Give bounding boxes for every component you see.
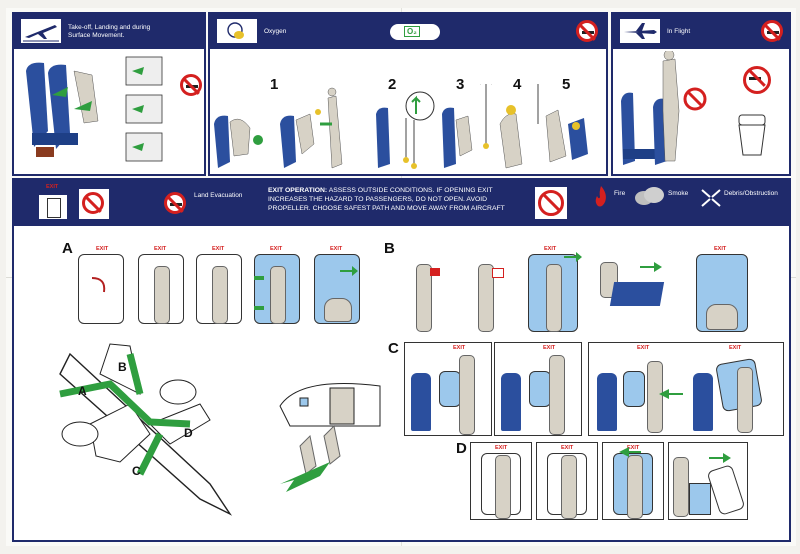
exit-operation-instructions: EXIT OPERATION: ASSESS OUTSIDE CONDITION… [268, 186, 518, 213]
step-a4: EXIT [250, 246, 306, 328]
takeoff-title: Take-off, Landing and during Surface Mov… [68, 24, 151, 39]
step-d1: EXIT [470, 442, 532, 520]
step-c1: EXIT [404, 342, 492, 436]
oxygen-step-1: 1 [270, 76, 279, 93]
safety-card: Take-off, Landing and during Surface Mov… [6, 8, 796, 546]
step-b3: EXIT [524, 246, 584, 336]
takeoff-header: Take-off, Landing and during Surface Mov… [14, 14, 204, 49]
section-a-label: A [62, 240, 73, 257]
step-c2: EXIT [494, 342, 582, 436]
smoke-icon [635, 187, 664, 205]
no-smoking-large-icon [743, 66, 771, 94]
step-b2 [460, 246, 520, 336]
no-exit-icon [78, 188, 110, 220]
no-smoking-icon [576, 20, 598, 42]
inflight-illustration [621, 51, 766, 165]
exit-label: EXIT [46, 184, 59, 190]
step-d2: EXIT [536, 442, 598, 520]
oxygen-title: Oxygen [264, 28, 287, 35]
oxygen-panel: Oxygen O₂ 1 2 3 4 5 [208, 12, 608, 176]
oxygen-step-3: 3 [456, 76, 465, 93]
debris-icon [701, 189, 721, 207]
step-a5: EXIT [310, 246, 366, 328]
oxygen-illustration [214, 84, 588, 169]
seat-belt-illustration [26, 56, 163, 162]
takeoff-panel: Take-off, Landing and during Surface Mov… [12, 12, 206, 176]
ground-escape-illustration [279, 383, 381, 492]
exit-operation-heading: EXIT OPERATION: [268, 187, 328, 194]
step-a3: EXIT [192, 246, 248, 328]
diagram-label-d: D [184, 426, 193, 440]
diagram-label-a: A [78, 384, 87, 398]
step-d4 [668, 442, 748, 520]
step-a1: EXIT [74, 246, 130, 328]
diagram-label-b: B [118, 360, 127, 374]
exit-door-icon [38, 194, 68, 220]
step-b1 [398, 246, 458, 336]
inflight-header: In Flight [613, 14, 789, 49]
step-b5: EXIT [690, 246, 754, 336]
smoke-label: Smoke [668, 190, 689, 197]
oxygen-mask-icon [216, 18, 258, 44]
oxygen-step-2: 2 [388, 76, 397, 93]
no-smoking-icon [164, 192, 186, 214]
diagram-label-c: C [132, 464, 141, 478]
no-smoking-icon [761, 20, 783, 42]
plane-inflight-icon [619, 18, 661, 44]
step-c3: EXIT EXIT [588, 342, 784, 436]
fire-label: Fire [614, 190, 626, 197]
no-smoking-icon [180, 74, 202, 96]
step-b4 [592, 246, 680, 336]
oxygen-bottle-icon: O₂ [390, 24, 440, 40]
oxygen-badge: O₂ [404, 26, 420, 37]
debris-label: Debris/Obstruction [724, 190, 778, 197]
evacuation-panel: EXIT Land Evacuation EXIT OPERATION: ASS… [12, 178, 791, 542]
do-not-open-icon [534, 186, 568, 220]
fire-icon [595, 186, 606, 207]
section-c-label: C [388, 340, 399, 357]
land-evacuation-title: Land Evacuation [194, 192, 243, 199]
section-b-label: B [384, 240, 395, 257]
evacuation-header: EXIT Land Evacuation EXIT OPERATION: ASS… [14, 180, 789, 226]
inflight-panel: In Flight [611, 12, 791, 176]
oxygen-step-5: 5 [562, 76, 571, 93]
plane-takeoff-icon [20, 18, 62, 44]
step-d3: EXIT [602, 442, 664, 520]
exit-operation-text: ASSESS OUTSIDE CONDITIONS. IF OPENING EX… [268, 187, 505, 212]
step-a2: EXIT [134, 246, 190, 328]
oxygen-step-4: 4 [513, 76, 522, 93]
inflight-title: In Flight [667, 28, 691, 35]
section-d-label: D [456, 440, 467, 457]
oxygen-header: Oxygen O₂ [210, 14, 606, 49]
aircraft-exit-diagram [59, 343, 233, 516]
